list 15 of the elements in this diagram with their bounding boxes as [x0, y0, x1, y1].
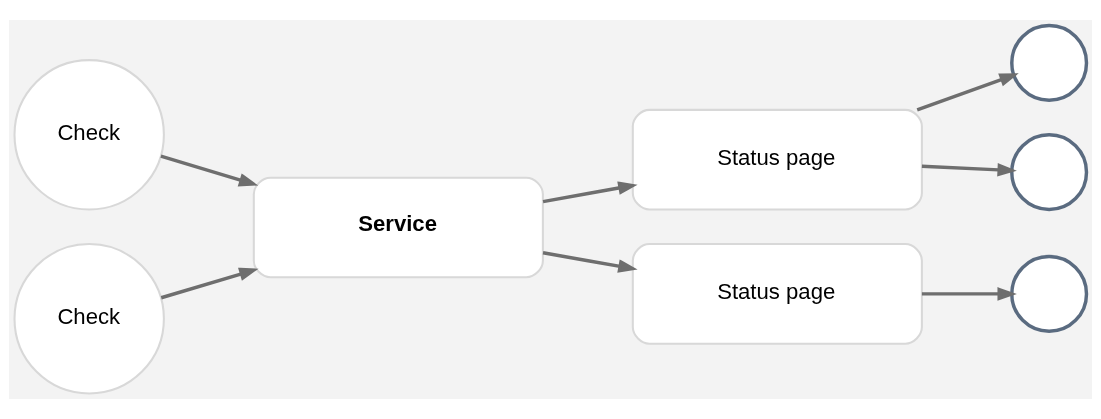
node-circle: Check [13, 243, 165, 395]
node-circle: Check [13, 59, 165, 211]
node-person [1010, 23, 1089, 102]
node-box: Service [252, 176, 544, 279]
arrow [916, 73, 1019, 112]
node-person [1010, 133, 1089, 212]
node-box: Status page [631, 108, 923, 211]
arrow [542, 251, 638, 273]
arrow [921, 163, 1017, 177]
node-box: Status page [631, 243, 923, 345]
arrow [160, 154, 259, 187]
arrow [921, 287, 1017, 301]
node-person [1010, 254, 1089, 333]
arrow [542, 181, 638, 204]
arrow [160, 267, 259, 300]
